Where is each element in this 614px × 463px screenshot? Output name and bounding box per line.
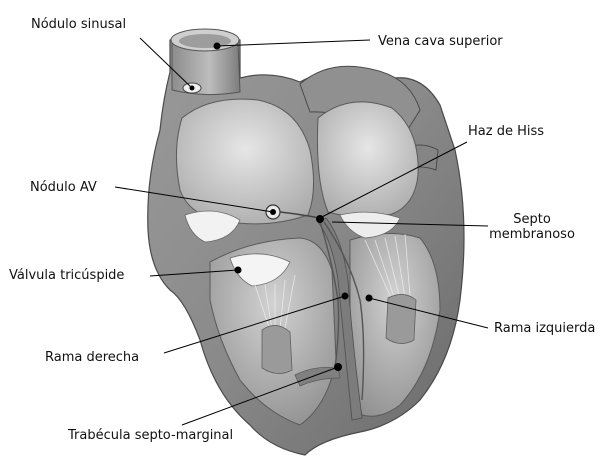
label-septo-membranoso: Septo membranoso: [487, 212, 577, 242]
label-trabecula: Trabécula septo-marginal: [68, 428, 233, 443]
label-nodulo-av: Nódulo AV: [30, 180, 97, 195]
dot-valvula: [235, 267, 242, 274]
dot-rama-derecha: [342, 293, 349, 300]
label-rama-derecha: Rama derecha: [45, 350, 139, 365]
dot-nodulo-sinusal: [190, 86, 195, 91]
dot-rama-izquierda: [366, 295, 373, 302]
label-septo-line2: membranoso: [487, 227, 577, 242]
dot-haz-de-hiss: [316, 215, 324, 223]
dot-vena-cava: [214, 43, 221, 50]
papillary-muscle-right: [262, 325, 292, 373]
dot-nodulo-av: [270, 209, 276, 215]
label-haz-de-hiss: Haz de Hiss: [468, 124, 544, 139]
label-nodulo-sinusal: Nódulo sinusal: [31, 17, 126, 32]
label-rama-izquierda: Rama izquierda: [494, 321, 595, 336]
label-vena-cava-superior: Vena cava superior: [378, 34, 503, 49]
label-valvula-tricuspide: Válvula tricúspide: [9, 268, 124, 283]
papillary-muscle-left: [386, 294, 416, 343]
right-atrium-cavity: [176, 99, 313, 224]
label-septo-line1: Septo: [487, 212, 577, 227]
dot-trabecula: [334, 363, 342, 371]
left-atrium-cavity: [317, 102, 418, 217]
